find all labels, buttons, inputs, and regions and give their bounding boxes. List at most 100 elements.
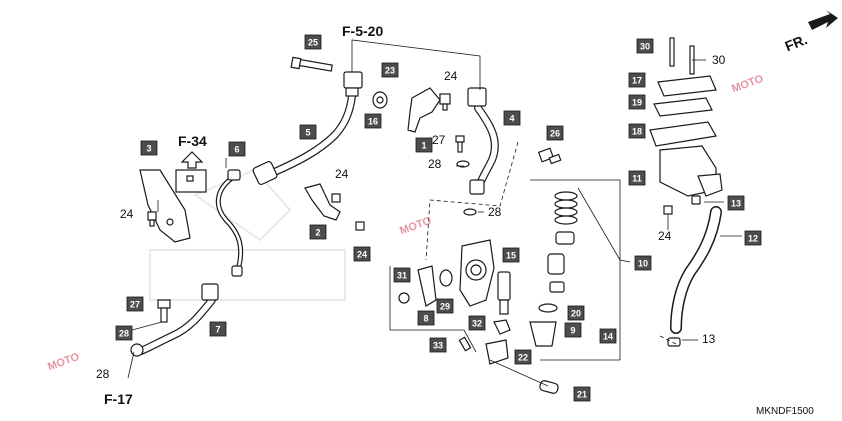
callout-box-4: 4 [503, 110, 521, 126]
callout-number: 21 [577, 390, 587, 400]
callout-plain-24: 24 [120, 207, 134, 221]
callout-box-bg [417, 310, 435, 326]
washer-part-23 [372, 91, 388, 109]
callout-box-bg [727, 195, 745, 211]
callout-box-10: 10 [634, 255, 652, 271]
callout-plain-28: 28 [96, 367, 110, 381]
bolt-part-24-center [331, 193, 365, 231]
callout-box-bg [436, 298, 454, 314]
callout-box-bg [209, 321, 227, 337]
callout-number: 15 [506, 251, 516, 261]
reservoir-assembly [649, 37, 723, 347]
callout-box-33: 33 [429, 337, 447, 353]
callout-number: 29 [440, 302, 450, 312]
callout-box-bg [502, 247, 520, 263]
callout-number: 31 [397, 271, 407, 281]
callout-number: 23 [385, 66, 395, 76]
callout-box-bg [599, 328, 617, 344]
ref-arrow-f34 [175, 151, 207, 193]
reservoir-hose [670, 206, 722, 334]
callout-box-12: 12 [744, 230, 762, 246]
callout-plain-27: 27 [432, 133, 446, 147]
callout-plain-24: 24 [658, 229, 672, 243]
bracket-part-3 [139, 169, 191, 243]
callout-plain-30: 30 [712, 53, 726, 67]
callout-box-29: 29 [436, 298, 454, 314]
piston-kit [529, 191, 578, 347]
bolt-part-27 [455, 135, 465, 153]
callout-box-9: 9 [564, 322, 582, 338]
callout-box-bg [744, 230, 762, 246]
callout-plain-24: 24 [335, 167, 349, 181]
bracket-part-1 [407, 87, 441, 133]
callout-box-13: 13 [727, 195, 745, 211]
bolt-part-24-left [147, 211, 157, 227]
bolt-part-25 [290, 56, 333, 72]
callout-number: 10 [638, 259, 648, 269]
callout-box-bg [628, 170, 646, 186]
callout-box-bg [636, 38, 654, 54]
callout-box-5: 5 [299, 124, 317, 140]
callout-plain-13: 13 [702, 332, 716, 346]
callout-box-28: 28 [115, 325, 133, 341]
callout-number: 9 [570, 326, 575, 336]
callout-box-32: 32 [468, 315, 486, 331]
callout-box-bg [628, 94, 646, 110]
callout-box-23: 23 [381, 62, 399, 78]
bolt-part-26 [537, 147, 562, 165]
callout-box-1: 1 [415, 137, 433, 153]
watermark-right: MOTO [730, 73, 765, 96]
callout-box-26: 26 [546, 125, 564, 141]
callout-box-bg [115, 325, 133, 341]
callout-number: 17 [632, 76, 642, 86]
callout-number: 3 [146, 144, 151, 154]
washer-part-28-mid [456, 160, 477, 216]
callout-box-7: 7 [209, 321, 227, 337]
callout-box-bg [393, 267, 411, 283]
callout-box-17: 17 [628, 72, 646, 88]
bolt-part-27-lower [157, 299, 171, 323]
diagram-code: MKNDF1500 [756, 406, 814, 417]
callout-number: 11 [632, 174, 642, 184]
ref-label-f520: F-5-20 [342, 23, 383, 39]
callout-box-bg [628, 72, 646, 88]
callout-box-bg [415, 137, 433, 153]
callout-box-bg [564, 322, 582, 338]
callout-number: 24 [357, 250, 367, 260]
callout-number: 5 [305, 128, 310, 138]
callout-number: 8 [423, 314, 428, 324]
callout-box-30: 30 [636, 38, 654, 54]
callout-number: 12 [748, 234, 758, 244]
callout-number: 14 [603, 332, 613, 342]
callout-box-bg [304, 34, 322, 50]
callout-box-bg [140, 140, 158, 156]
callout-box-11: 11 [628, 170, 646, 186]
callout-box-18: 18 [628, 123, 646, 139]
callout-number: 26 [550, 129, 560, 139]
fr-arrow [808, 10, 838, 30]
callout-number: 2 [315, 228, 320, 238]
ref-label-f34: F-34 [178, 133, 207, 149]
callout-box-14: 14 [599, 328, 617, 344]
callout-box-24: 24 [353, 246, 371, 262]
leader-lines [127, 39, 742, 387]
callout-number: 28 [119, 329, 129, 339]
callout-box-8: 8 [417, 310, 435, 326]
callout-box-20: 20 [567, 305, 585, 321]
callout-number: 22 [518, 353, 528, 363]
callout-plain-28: 28 [428, 157, 442, 171]
callout-box-6: 6 [228, 141, 246, 157]
master-cylinder-body [398, 239, 559, 394]
callout-box-22: 22 [514, 349, 532, 365]
callout-box-bg [634, 255, 652, 271]
callout-box-bg [364, 113, 382, 129]
callout-box-19: 19 [628, 94, 646, 110]
callout-number: 27 [130, 300, 140, 310]
callout-box-bg [381, 62, 399, 78]
callout-number: 4 [509, 114, 514, 124]
callout-number: 18 [632, 127, 642, 137]
callout-box-bg [573, 386, 591, 402]
callout-plain-28: 28 [488, 205, 502, 219]
callout-box-bg [228, 141, 246, 157]
